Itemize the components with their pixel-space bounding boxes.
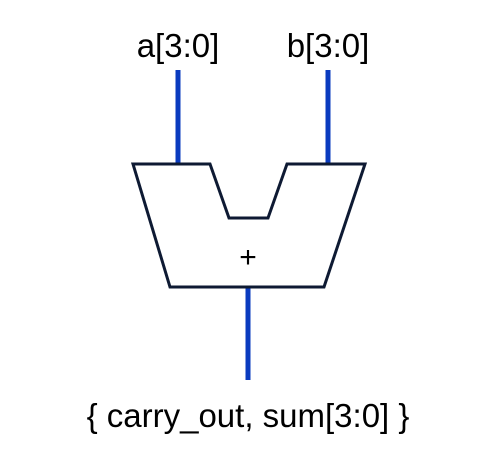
operator-symbol: + (239, 241, 257, 274)
adder-block (130, 162, 368, 289)
input-label-b: b[3:0] (287, 27, 370, 64)
output-label: { carry_out, sum[3:0] } (87, 397, 410, 434)
input-label-a: a[3:0] (137, 27, 220, 64)
